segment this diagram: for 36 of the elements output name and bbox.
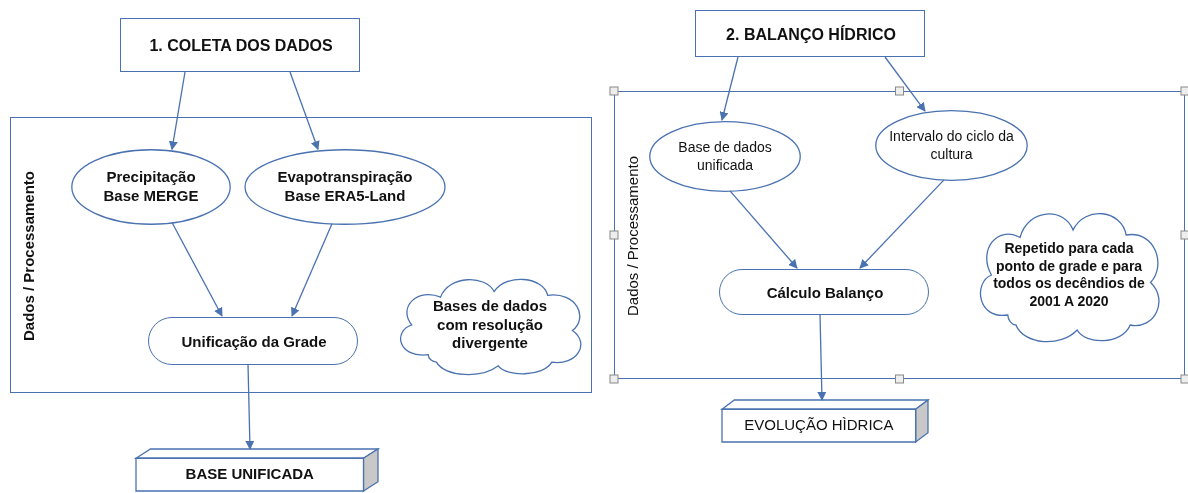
node-label: Cálculo Balanço (766, 283, 884, 303)
ellipse-node (71, 149, 231, 225)
node-label: EVOLUÇÃO HÌDRICA (744, 416, 894, 435)
arrow (168, 71, 186, 151)
node-label: Bases de dados com resolução divergente (431, 296, 549, 354)
node-label: Base de dados unificada (677, 139, 773, 174)
arrow (719, 56, 739, 121)
ellipse-node (244, 149, 446, 225)
title-box (120, 18, 360, 72)
node-label: BASE UNIFICADA (185, 465, 314, 484)
group-label: Dados / Processamento (624, 155, 640, 317)
title-box (695, 10, 925, 57)
group-frame (614, 91, 1185, 379)
arrow (291, 223, 333, 317)
node-label: Unificação da Grade (181, 332, 327, 352)
arrow (245, 363, 255, 450)
node-label: Intervalo do ciclo da cultura (888, 128, 1015, 163)
arrow (817, 313, 827, 401)
arrow (289, 71, 320, 151)
arrow (859, 179, 945, 269)
arrow (884, 56, 926, 112)
ellipse-node (649, 121, 801, 192)
arrow (729, 190, 798, 269)
process-pill (719, 269, 929, 315)
ellipse-node (875, 110, 1028, 181)
output-block (136, 449, 378, 491)
node-label: Repetido para cada ponto de grade e para todos os decêndios de 2001 A 2020 (992, 240, 1146, 310)
node-label: 1. COLETA DOS DADOS (149, 36, 333, 56)
node-label: Evapotranspiração Base ERA5-Land (276, 168, 414, 206)
node-label: Precipitação Base MERGE (102, 168, 200, 206)
arrow (171, 221, 223, 317)
node-label: 2. BALANÇO HÍDRICO (726, 24, 896, 45)
output-block (722, 400, 928, 442)
group-label: Dados / Processamento (20, 170, 36, 342)
process-pill (148, 317, 358, 365)
group-frame (10, 117, 592, 393)
